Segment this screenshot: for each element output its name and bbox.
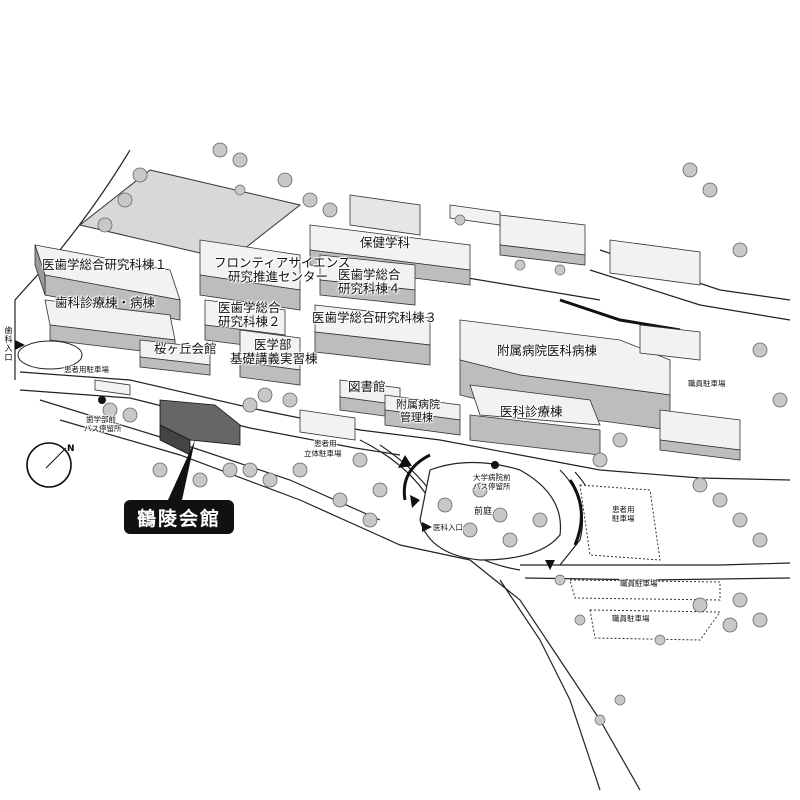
buildings: [34, 194, 741, 461]
label-ika-shinryo: 医科診療棟: [500, 404, 563, 419]
label-ishika-kenkyu-3: 医歯学総合研究科棟３: [312, 310, 438, 325]
label-fuzoku-ika-byoto: 附属病院医科病棟: [497, 343, 598, 358]
label-patient-parking-west: 患者用駐車場: [64, 365, 109, 374]
west-roundabout: [17, 340, 83, 370]
label-staff-parking-south-1: 職員駐車場: [620, 579, 658, 588]
label-staff-parking-east: 職員駐車場: [688, 379, 726, 388]
label-patient-garage-line1: 患者用: [314, 439, 337, 448]
label-patient-garage-line2: 立体駐車場: [304, 449, 342, 458]
compass-north-label: N: [67, 444, 75, 454]
label-zentei: 前庭: [474, 507, 493, 517]
road-emphasis: [402, 298, 681, 546]
label-igakubu-line2: 基礎講義実習棟: [230, 351, 318, 366]
label-staff-parking-south-2: 職員駐車場: [612, 614, 650, 623]
label-ishika-kenkyu-4-line1: 医歯学総合: [338, 267, 401, 282]
bus-stop-west-marker: [98, 396, 106, 404]
compass-icon: N: [26, 442, 75, 488]
label-bus-stop-west-line2: バス停留所: [84, 424, 122, 433]
label-fuzoku-kanri-line2: 管理棟: [400, 411, 433, 424]
label-shika-byoto: 歯科診療棟・病棟: [55, 295, 156, 310]
label-bus-stop-center-line1: 大学病院前: [473, 473, 511, 482]
parking-lot-south: [569, 579, 721, 601]
label-ika-iriguchi: 医科入口: [433, 523, 463, 532]
sports-field: [78, 169, 302, 261]
kakuryo-kaikan-callout: 鶴陵会館: [124, 500, 234, 534]
label-shika-iriguchi: 歯科入口: [4, 326, 13, 362]
label-bus-stop-west-line1: 歯学部前: [86, 415, 116, 424]
label-bus-stop-center-line2: バス停留所: [473, 482, 511, 491]
bus-stop-center-marker: [491, 461, 499, 469]
label-hoken-gakka: 保健学科: [360, 235, 411, 250]
label-toshokan: 図書館: [348, 379, 386, 394]
entrance-arrows: [15, 340, 555, 570]
parking-lot-south2: [589, 609, 721, 641]
parking-lot-east: [579, 484, 661, 561]
label-ishika-kenkyu-2-line1: 医歯学総合: [218, 300, 281, 315]
label-igakubu-line1: 医学部: [254, 337, 292, 352]
label-patient-parking-east-line2: 駐車場: [612, 514, 635, 523]
label-oukagaoka-kaikan: 桜ヶ丘会館: [154, 341, 217, 356]
label-patient-parking-east-line1: 患者用: [612, 505, 635, 514]
label-ishika-kenkyu-2-line2: 研究科棟２: [218, 314, 281, 329]
label-fuzoku-kanri-line1: 附属病院: [396, 398, 440, 411]
label-ishika-kenkyu-1: 医歯学総合研究科棟１: [42, 257, 168, 272]
label-frontier-line2: 研究推進センター: [228, 269, 329, 284]
label-frontier-line1: フロンティアサイエンス: [214, 255, 351, 270]
label-ishika-kenkyu-4-line2: 研究科棟４: [338, 281, 401, 296]
